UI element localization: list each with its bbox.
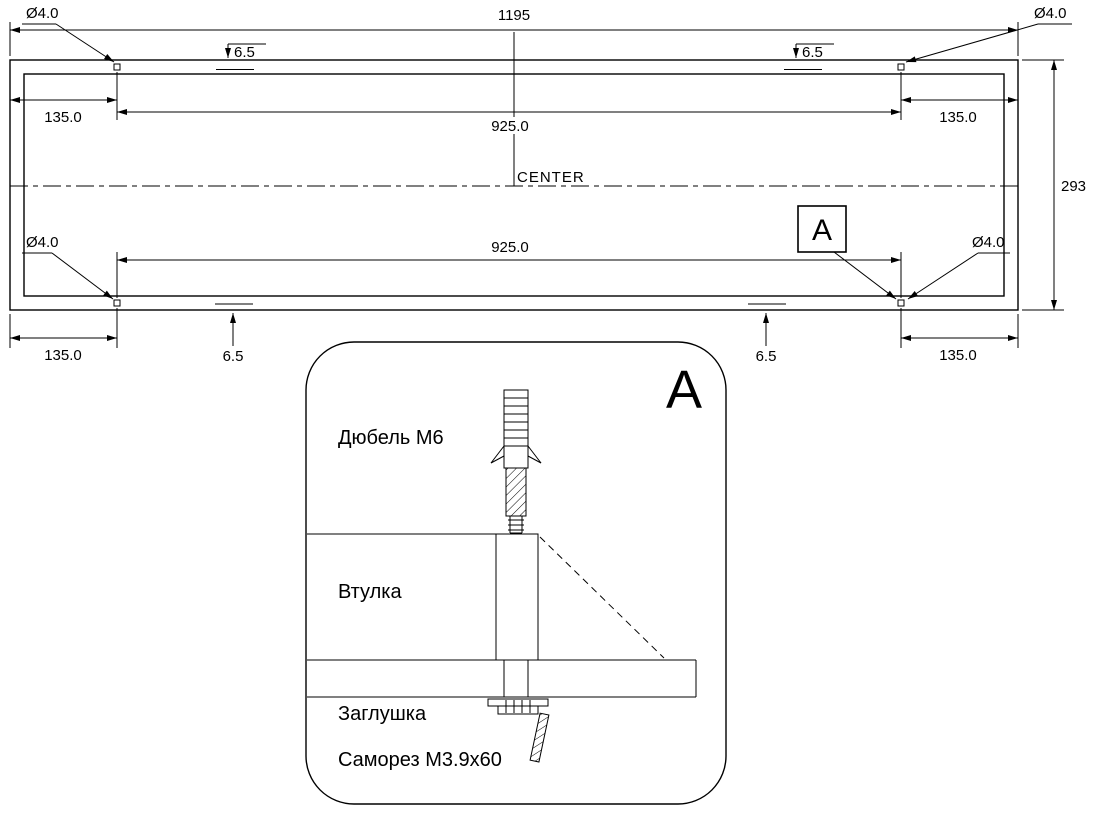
- leader-hole-dia-bottom-right: Ø4.0: [907, 234, 1010, 300]
- hole-dia-label: Ø4.0: [972, 234, 1005, 251]
- leader-line: [55, 23, 115, 63]
- plug-cap: [497, 705, 539, 715]
- callout-box: [797, 205, 847, 253]
- dim-value-6-5: 6.5: [756, 348, 777, 365]
- dowel-body: [503, 389, 529, 469]
- hole-dia-label: Ø4.0: [26, 234, 59, 251]
- leader-line: [907, 252, 979, 300]
- detail-callout: A: [797, 205, 897, 300]
- dim-edge-offset-bottom-left: 135.0: [9, 308, 118, 364]
- dim-value-6-5: 6.5: [223, 348, 244, 365]
- dim-value-1195: 1195: [498, 7, 530, 24]
- dowel-graphic: [490, 389, 542, 534]
- hole-top-right: [897, 63, 905, 71]
- text-mask: [480, 117, 540, 134]
- dim-value-135: 135.0: [939, 347, 977, 364]
- plug-washer: [487, 698, 549, 707]
- dim-overall-width: 1195: [9, 7, 1019, 56]
- dim-edge-offset-top-left: 135.0: [10, 72, 118, 126]
- hole-dia-label: Ø4.0: [1034, 5, 1067, 22]
- detail-frame: [305, 341, 727, 805]
- callout-letter: A: [812, 214, 832, 247]
- hole-dia-label: Ø4.0: [26, 5, 59, 22]
- label-sleeve: Втулка: [338, 581, 402, 603]
- centerline-label: CENTER: [517, 169, 585, 186]
- sleeve-graphic: [307, 533, 665, 661]
- panel-section: [307, 659, 697, 698]
- dim-value-6-5: 6.5: [234, 44, 255, 61]
- dim-gap-top-right: 6.5: [784, 43, 834, 70]
- dim-value-293: 293: [1061, 178, 1086, 195]
- label-dowel: Дюбель M6: [338, 427, 444, 449]
- dim-hole-pitch-top: 925.0: [117, 72, 902, 135]
- dowel-section: [505, 467, 527, 517]
- dim-hole-pitch-bottom: 925.0: [116, 239, 902, 298]
- dim-overall-height: 293: [1022, 59, 1086, 311]
- dim-edge-offset-bottom-right: 135.0: [900, 308, 1019, 364]
- plug-screw-graphic: [487, 698, 550, 763]
- hole-bottom-left: [113, 299, 121, 307]
- dowel-wing-left: [490, 445, 505, 464]
- dim-gap-bottom-left: 6.5: [215, 303, 253, 365]
- leader-line: [51, 252, 114, 300]
- label-screw: Саморез M3.9x60: [338, 749, 502, 771]
- callout-leader: [833, 251, 897, 300]
- dim-value-135: 135.0: [44, 347, 82, 364]
- hole-top-left: [113, 63, 121, 71]
- dowel-wing-right: [527, 445, 542, 464]
- dim-value-6-5: 6.5: [802, 44, 823, 61]
- dim-value-925: 925.0: [491, 118, 529, 135]
- leader-hole-dia-top-right: Ø4.0: [905, 5, 1072, 63]
- dim-edge-offset-top-right: 135.0: [901, 97, 1018, 126]
- dim-gap-bottom-right: 6.5: [748, 303, 786, 365]
- dim-value-135: 135.0: [44, 109, 82, 126]
- detail-view: A: [305, 341, 727, 805]
- leader-hole-dia-bottom-left: Ø4.0: [22, 234, 114, 300]
- hole-bottom-right: [897, 299, 905, 307]
- dim-gap-top-left: 6.5: [216, 43, 266, 70]
- leader-line: [905, 23, 1039, 63]
- detail-title-letter: A: [666, 360, 702, 420]
- panel-outline-group: CENTER: [9, 32, 1019, 311]
- screw-shank: [529, 712, 550, 763]
- sleeve-body: [495, 533, 539, 661]
- dim-value-925: 925.0: [491, 239, 529, 256]
- dim-value-135: 135.0: [939, 109, 977, 126]
- leader-hole-dia-top-left: Ø4.0: [22, 5, 115, 63]
- label-plug: Заглушка: [338, 703, 427, 725]
- projection-line: [539, 536, 665, 659]
